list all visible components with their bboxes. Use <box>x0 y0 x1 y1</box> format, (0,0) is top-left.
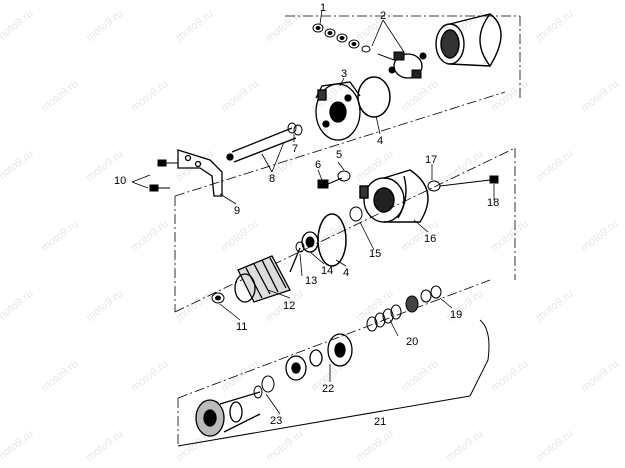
part-bolt-18 <box>439 175 499 187</box>
part-pinion-gear <box>195 391 261 437</box>
callout-9: 9 <box>234 205 240 217</box>
part-front-housing <box>359 169 429 223</box>
callout-4-lower: 4 <box>343 267 349 279</box>
part-armature <box>234 247 301 303</box>
part-end-cover <box>315 81 361 141</box>
callout-3: 3 <box>341 68 347 80</box>
part-clutch-gear <box>285 333 353 381</box>
callout-22: 22 <box>322 383 334 395</box>
part-o-ring-upper <box>357 76 391 118</box>
callout-14: 14 <box>321 265 333 277</box>
part-o-ring-lower <box>317 213 347 267</box>
callout-labels: 1 2 3 4 5 6 7 8 9 10 11 12 13 14 4 15 16… <box>114 2 499 428</box>
callout-7: 7 <box>292 143 298 155</box>
part-ring-23b <box>253 385 263 399</box>
callout-11: 11 <box>236 321 247 333</box>
callout-2: 2 <box>380 10 386 22</box>
group-bracket-21-lower <box>177 395 471 447</box>
leader-lines <box>131 9 495 415</box>
callout-23: 23 <box>270 415 282 427</box>
callout-12: 12 <box>283 300 295 312</box>
callout-16: 16 <box>424 233 436 245</box>
callout-21: 21 <box>374 416 386 428</box>
part-ring-23 <box>261 375 275 393</box>
assembly-axis-lines <box>174 15 521 445</box>
part-washer-11 <box>211 292 225 304</box>
part-seal <box>349 206 363 222</box>
callout-20: 20 <box>406 336 418 348</box>
part-washer-17 <box>427 180 441 192</box>
callout-10: 10 <box>114 175 126 187</box>
callout-1: 1 <box>320 2 326 14</box>
callout-17: 17 <box>425 154 437 166</box>
callout-6: 6 <box>315 159 321 171</box>
group-bracket-21 <box>469 319 490 397</box>
callout-13: 13 <box>305 275 317 287</box>
part-nut-washer-set <box>312 23 371 53</box>
callout-4-upper: 4 <box>377 135 383 147</box>
part-brush-holder <box>377 51 427 79</box>
callout-8: 8 <box>269 173 275 185</box>
part-washer-small <box>287 122 303 136</box>
part-screws <box>149 159 178 192</box>
part-through-bolts <box>226 127 297 163</box>
part-yoke-housing <box>435 13 502 67</box>
callout-18: 18 <box>487 197 499 209</box>
part-spring-set <box>366 285 442 332</box>
part-mounting-bracket <box>177 149 223 197</box>
part-washer-5 <box>337 170 351 182</box>
callout-19: 19 <box>450 309 462 321</box>
callout-15: 15 <box>369 248 381 260</box>
callout-5: 5 <box>336 149 342 161</box>
